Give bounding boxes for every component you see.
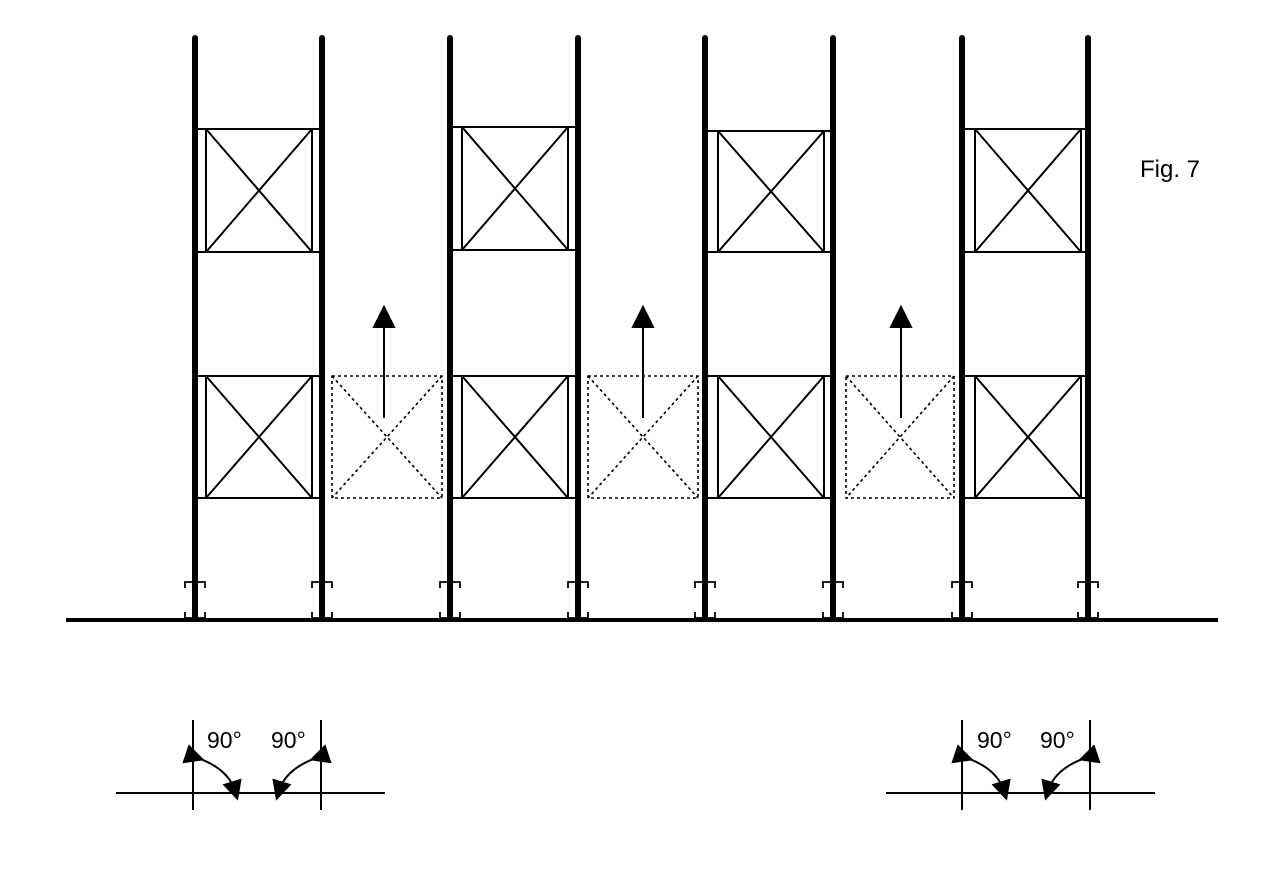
base-plates [184, 581, 1099, 619]
base-plate [439, 581, 461, 619]
up-arrow-icon [889, 304, 913, 418]
angle-label: 90° [271, 727, 306, 753]
pallets [205, 126, 1082, 499]
pallet [717, 130, 825, 253]
angle-arc [182, 744, 242, 801]
angle-label: 90° [207, 727, 242, 753]
angle-detail-left [116, 720, 385, 810]
uprights [192, 35, 1091, 621]
angle-arc [272, 744, 332, 801]
up-arrow-icon [372, 304, 396, 418]
base-plate [694, 581, 716, 619]
base-plate [1077, 581, 1099, 619]
angle-label: 90° [977, 727, 1012, 753]
up-arrow-icon [631, 304, 655, 418]
angle-arc [951, 744, 1011, 801]
base-plate [311, 581, 333, 619]
pallet [461, 375, 569, 499]
pallet [717, 375, 825, 499]
pallet [461, 126, 569, 251]
pallet [205, 128, 313, 253]
lift-arrows [372, 304, 913, 418]
dashed-pallet [331, 375, 443, 499]
pallet [205, 375, 313, 499]
figure-label: Fig. 7 [1140, 156, 1201, 183]
pallet [974, 375, 1082, 499]
pallet [974, 128, 1082, 253]
angle-label: 90° [1040, 727, 1075, 753]
base-plate [567, 581, 589, 619]
angle-arc [1041, 744, 1101, 801]
angle-detail-right [886, 720, 1155, 810]
base-plate [822, 581, 844, 619]
base-plate [951, 581, 973, 619]
base-plate [184, 581, 206, 619]
